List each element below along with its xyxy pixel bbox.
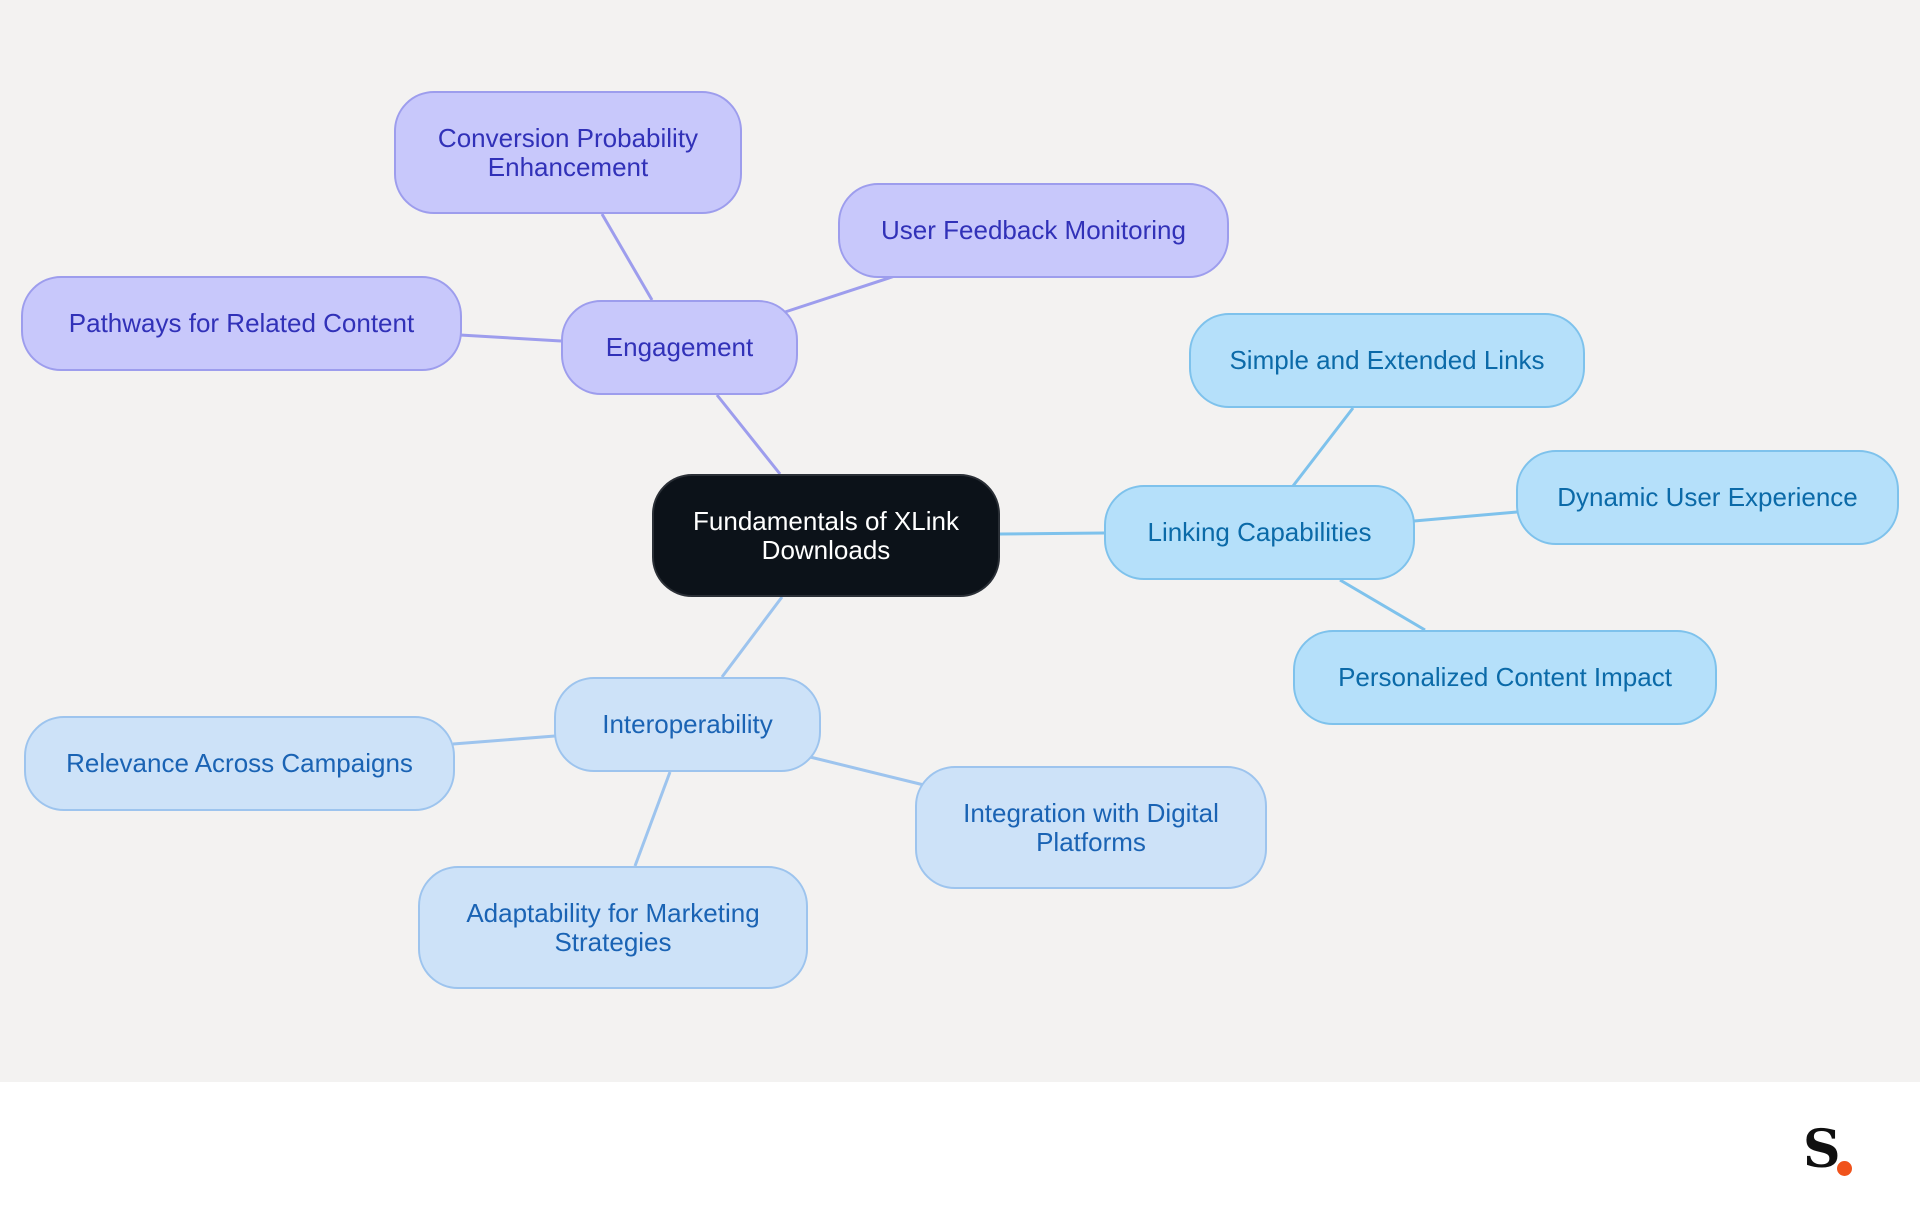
logo-dot <box>1837 1161 1852 1176</box>
edge-root-interop <box>720 596 784 678</box>
node-linking-capabilities: Linking Capabilities <box>1104 485 1415 580</box>
node-integration-platforms: Integration with Digital Platforms <box>915 766 1267 889</box>
node-engagement: Engagement <box>561 300 798 395</box>
node-personalized-content: Personalized Content Impact <box>1293 630 1717 725</box>
edge-interop-adaptability <box>633 771 672 867</box>
root-node: Fundamentals of XLink Downloads <box>652 474 1000 597</box>
edge-engagement-conversion <box>600 213 654 301</box>
edge-interop-integration <box>809 755 925 787</box>
node-adaptability-strategies: Adaptability for Marketing Strategies <box>418 866 808 989</box>
node-simple-extended-links: Simple and Extended Links <box>1189 313 1585 408</box>
edge-interop-relevance <box>452 734 556 746</box>
edge-root-engagement <box>715 394 782 475</box>
logo-letter: S <box>1803 1119 1841 1180</box>
edge-engagement-pathways <box>459 333 562 343</box>
edge-linking-simple <box>1291 407 1355 487</box>
edge-engagement-feedback <box>781 274 896 315</box>
edge-layer <box>452 213 1518 867</box>
node-interoperability: Interoperability <box>554 677 821 772</box>
node-pathways: Pathways for Related Content <box>21 276 462 371</box>
node-dynamic-user-experience: Dynamic User Experience <box>1516 450 1899 545</box>
mind-map-canvas: Fundamentals of XLink Downloads Engageme… <box>0 0 1920 1082</box>
node-conversion-probability: Conversion Probability Enhancement <box>394 91 742 214</box>
edge-linking-dynamic <box>1413 510 1518 523</box>
brand-logo-icon: S <box>1803 1122 1863 1178</box>
edge-linking-personalized <box>1339 578 1426 632</box>
edge-root-linking <box>999 531 1105 536</box>
node-user-feedback: User Feedback Monitoring <box>838 183 1229 278</box>
node-relevance-campaigns: Relevance Across Campaigns <box>24 716 455 811</box>
